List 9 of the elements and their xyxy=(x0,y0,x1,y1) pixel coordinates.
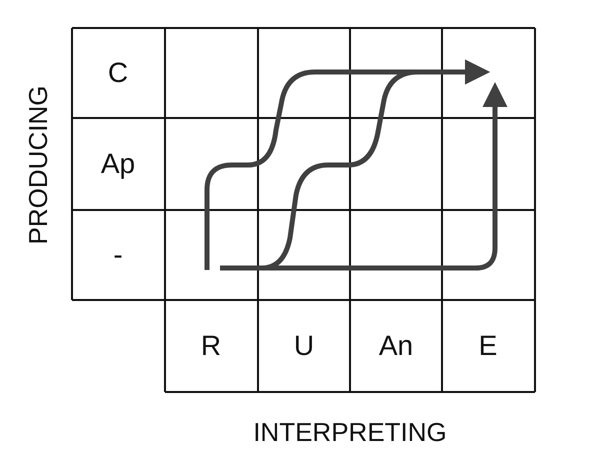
row-label: Ap xyxy=(100,150,136,178)
column-label: R xyxy=(200,332,222,360)
axis-label: PRODUCING xyxy=(25,86,51,244)
axis-label: INTERPRETING xyxy=(253,419,447,445)
column-label: U xyxy=(294,332,314,360)
row-label: C xyxy=(108,59,128,87)
row-label: - xyxy=(113,241,123,269)
column-label: An xyxy=(378,332,414,360)
column-label: E xyxy=(478,332,498,360)
